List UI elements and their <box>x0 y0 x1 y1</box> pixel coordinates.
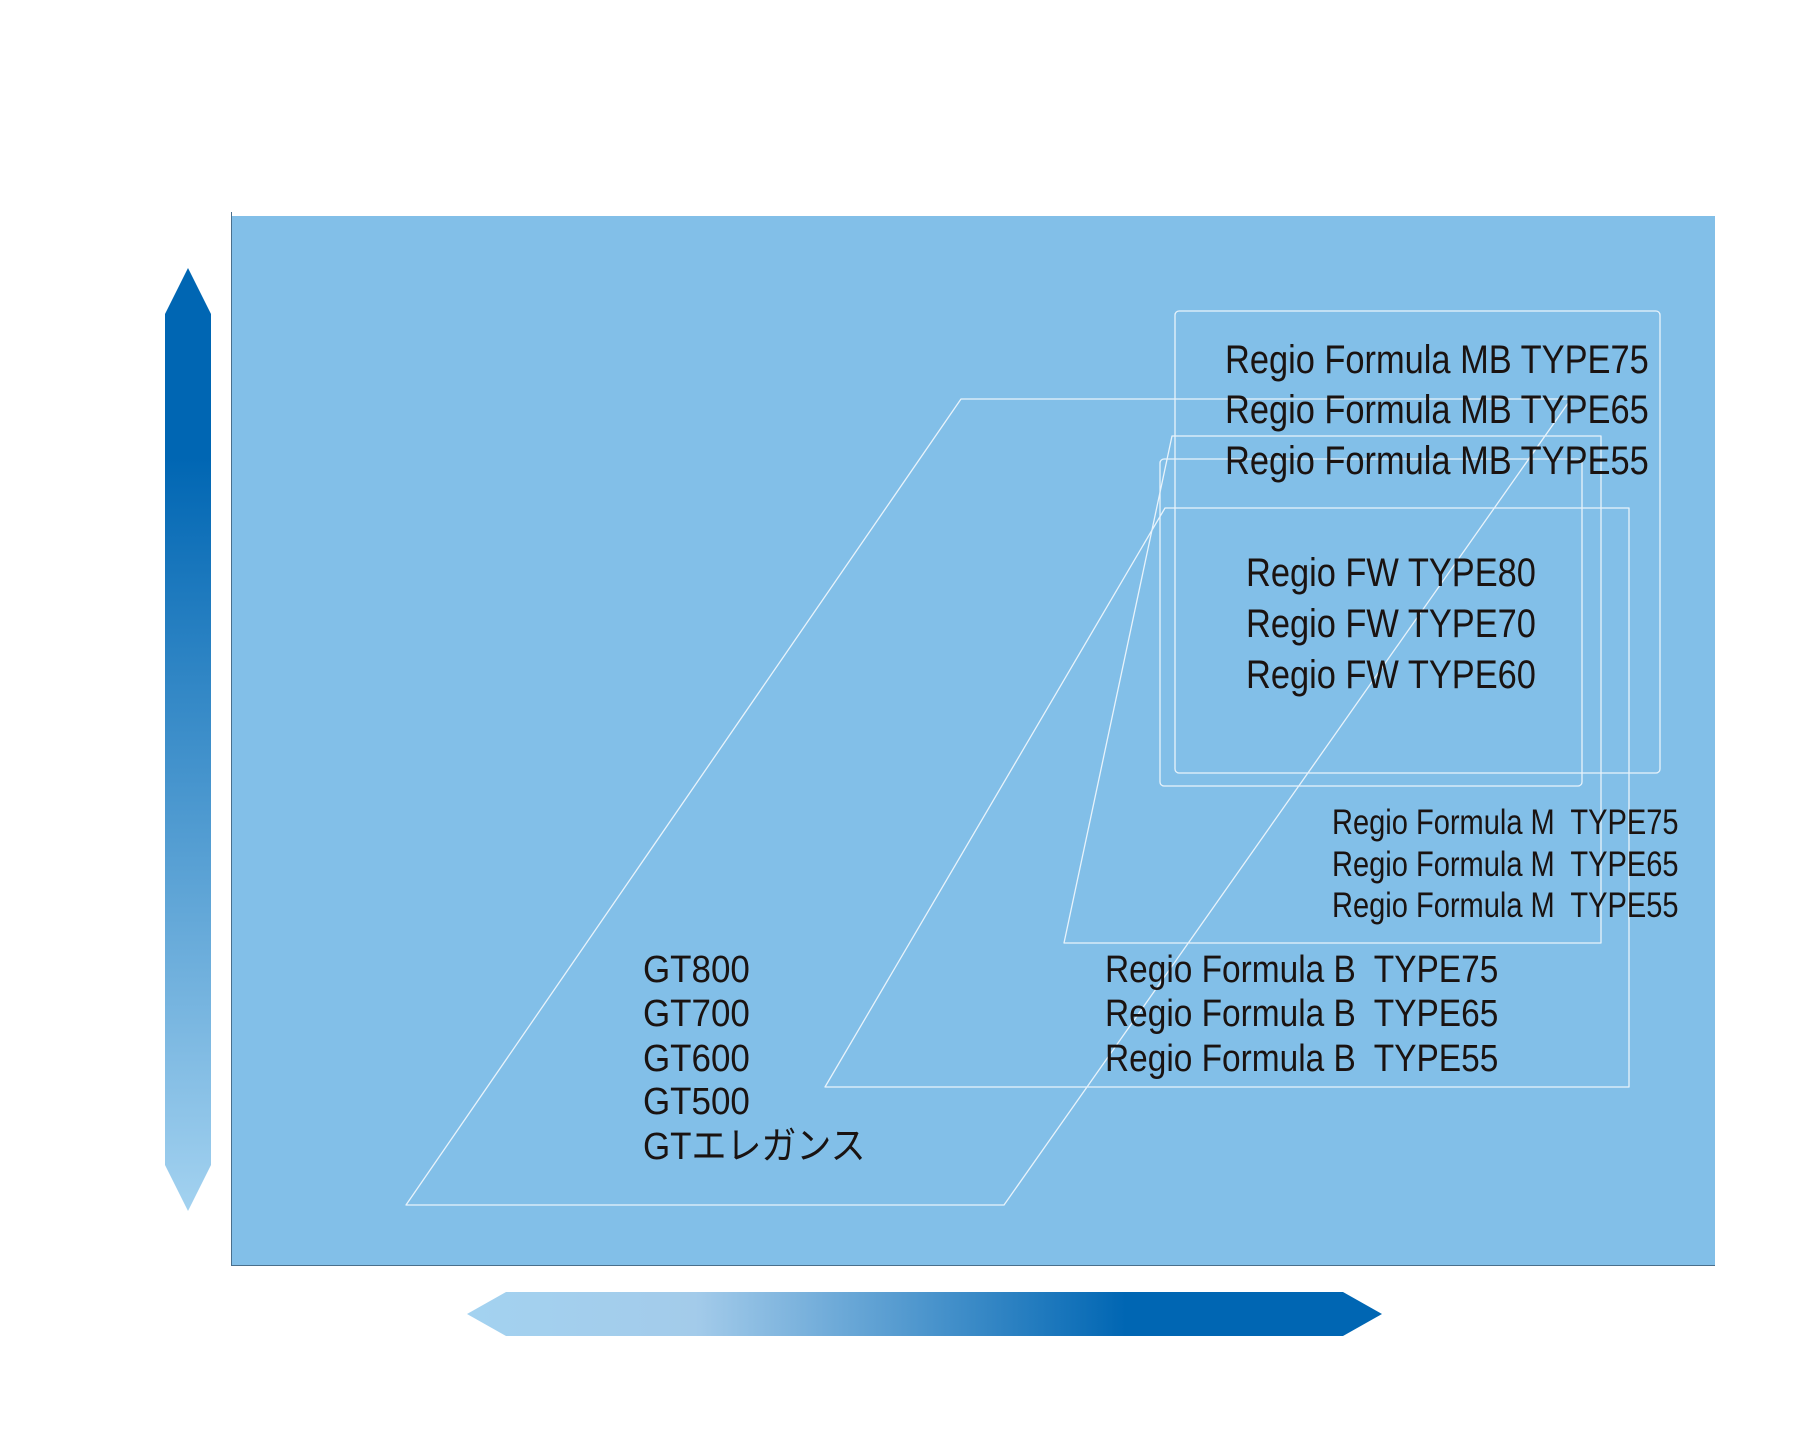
label: Regio Formula M TYPE75 <box>1332 802 1679 841</box>
label: Regio Formula M TYPE55 <box>1332 885 1679 924</box>
gt-series-region <box>405 398 1572 1206</box>
formula-mb-region <box>1174 310 1661 774</box>
formula-b-region <box>824 507 1630 1088</box>
label: GT500 <box>643 1080 750 1123</box>
formula-mb-labels: Regio Formula MB TYPE75 Regio Formula MB… <box>1225 337 1649 483</box>
label: Regio Formula B TYPE65 <box>1105 992 1498 1034</box>
formula-m-labels: Regio Formula M TYPE75 Regio Formula M T… <box>1332 802 1679 924</box>
horizontal-axis-arrow <box>467 1292 1382 1336</box>
label: GT700 <box>643 992 750 1035</box>
label: Regio Formula MB TYPE75 <box>1225 337 1649 382</box>
fw-region <box>1159 458 1583 787</box>
fw-labels: Regio FW TYPE80 Regio FW TYPE70 Regio FW… <box>1246 550 1536 697</box>
label: GT600 <box>643 1037 750 1080</box>
label: Regio Formula B TYPE55 <box>1105 1037 1498 1079</box>
formula-b-labels: Regio Formula B TYPE75 Regio Formula B T… <box>1105 948 1498 1079</box>
label: Regio Formula MB TYPE65 <box>1225 387 1649 432</box>
gt-labels: GT800 GT700 GT600 GT500 GTエレガンス <box>643 948 866 1168</box>
label: Regio FW TYPE60 <box>1246 652 1536 697</box>
label: Regio Formula MB TYPE55 <box>1225 438 1649 483</box>
label: GT800 <box>643 948 750 991</box>
map-background <box>231 216 1715 1265</box>
label: Regio Formula B TYPE75 <box>1105 948 1498 990</box>
label: Regio Formula M TYPE65 <box>1332 844 1679 883</box>
formula-m-region <box>1063 435 1602 944</box>
label: Regio FW TYPE70 <box>1246 601 1536 646</box>
label: GTエレガンス <box>643 1125 866 1168</box>
vertical-axis-arrow <box>165 268 211 1211</box>
label: Regio FW TYPE80 <box>1246 550 1536 595</box>
